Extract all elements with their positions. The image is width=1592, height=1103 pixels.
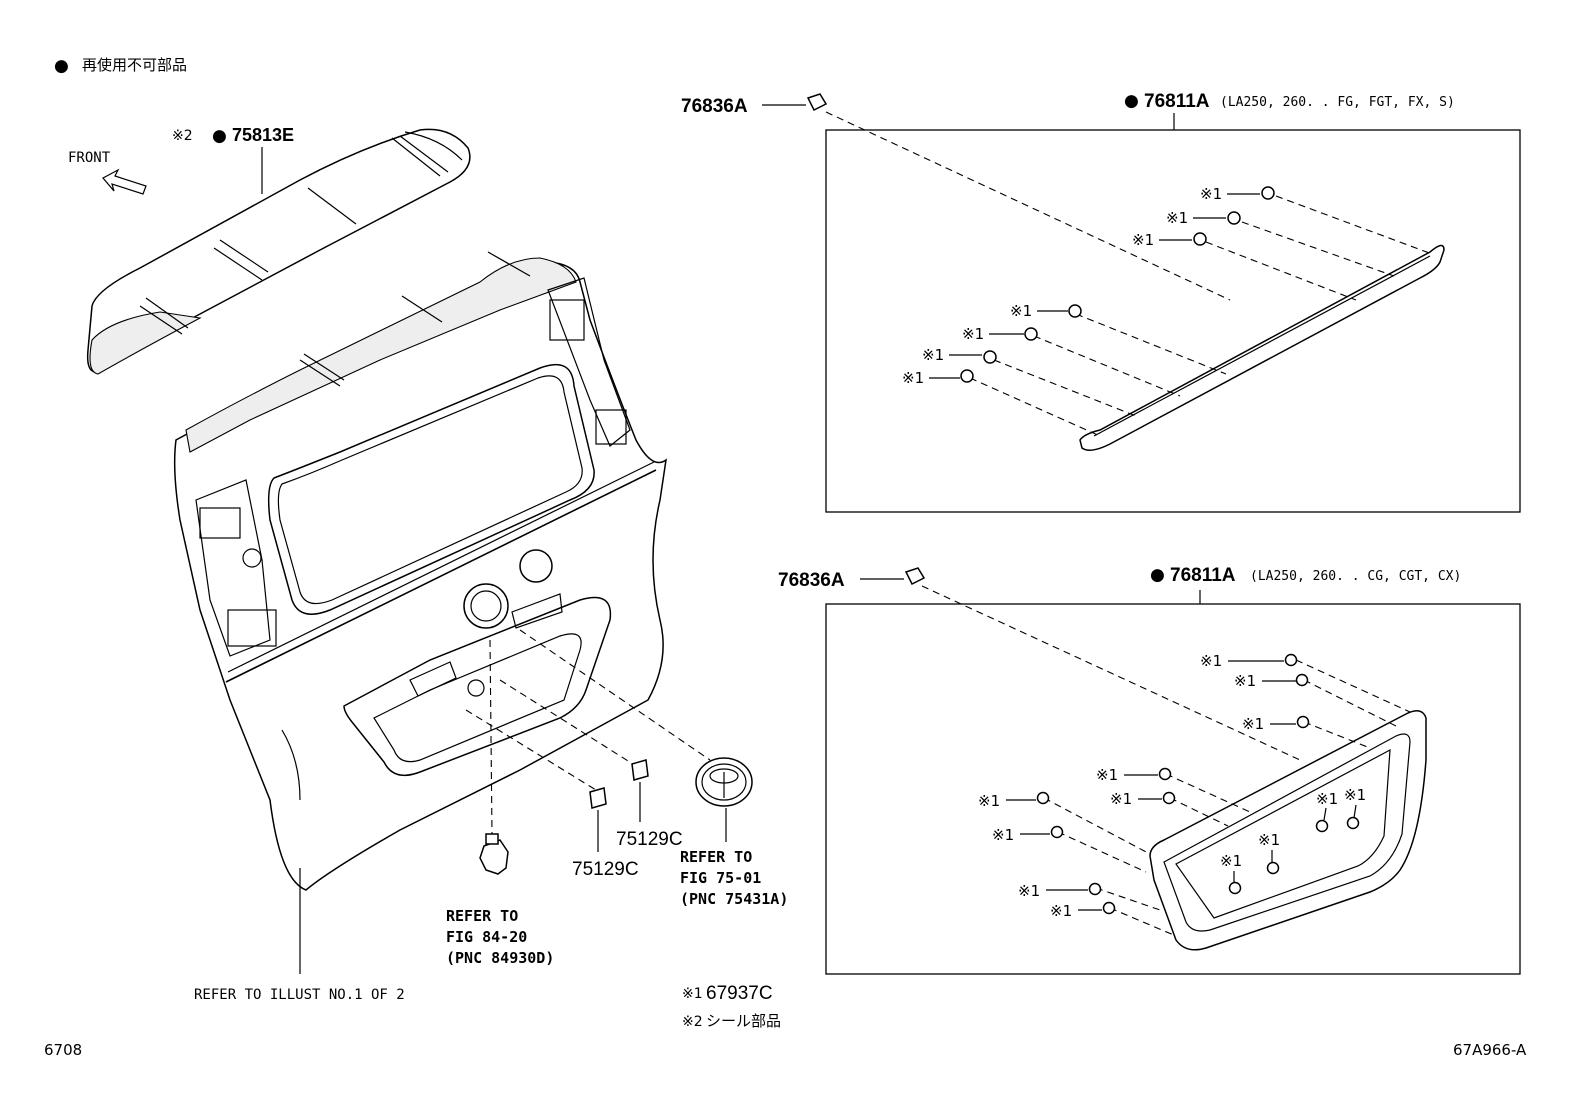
footer-left: 6708 (44, 1041, 82, 1059)
nut-top-2-mark: ※1 (1166, 209, 1188, 227)
nut-bot-13: ※1 (1050, 901, 1116, 920)
nut-bot-9-mark: ※1 (1344, 786, 1366, 804)
callout-garnish-bottom: ● 76811A (LA250, 260. . CG, CGT, CX) (1150, 565, 1461, 604)
nut-top-1-mark: ※1 (1200, 185, 1222, 203)
clip-bottom-number: 76836A (778, 570, 845, 591)
garnish-bottom-frame (825, 603, 1521, 975)
nut-bot-6: ※1 (1110, 790, 1176, 808)
garnish-top-part (1079, 244, 1445, 451)
refer-84-line3: (PNC 84930D) (446, 949, 554, 967)
nut-top-5-mark: ※1 (962, 325, 984, 343)
refer-84-20: REFER TO FIG 84-20 (PNC 84930D) (446, 907, 554, 967)
nut-bot-1: ※1 (1200, 652, 1298, 670)
note2-label: シール部品 (706, 1012, 781, 1030)
callout-clip-bottom: 76836A (778, 567, 926, 591)
plug-84930D (479, 833, 509, 875)
refer-75-line1: REFER TO (680, 848, 752, 866)
nut-bot-5-mark: ※1 (978, 792, 1000, 810)
nut-bot-2-mark: ※1 (1234, 672, 1256, 690)
note2-mark: ※2 (682, 1014, 703, 1030)
spoiler-75813E (86, 128, 471, 375)
nut-bot-7-mark: ※1 (992, 826, 1014, 844)
nut-bot-8-mark: ※1 (1316, 790, 1338, 808)
refer-75-line2: FIG 75-01 (680, 869, 761, 887)
nut-top-7-mark: ※1 (902, 369, 924, 387)
clip-bottom-icon (904, 567, 926, 586)
refer-84-line2: FIG 84-20 (446, 928, 527, 946)
nut-bot-1-mark: ※1 (1200, 652, 1222, 670)
nut-top-2: ※1 (1166, 209, 1241, 227)
emblem-75431A (695, 757, 753, 842)
label-75129C-b: 75129C (616, 829, 683, 850)
callout-garnish-top: ● 76811A (LA250, 260. . FG, FGT, FX, S) (1124, 91, 1455, 130)
front-label: FRONT (68, 150, 111, 166)
nut-top-7: ※1 (902, 369, 974, 387)
nut-top-5: ※1 (962, 325, 1038, 343)
nut-bot-8: ※1 (1315, 790, 1338, 833)
callout-clip-top: 76836A (681, 93, 828, 117)
nut-bot-3-mark: ※1 (1242, 715, 1264, 733)
callout-75813E: ※2 ● 75813E (172, 125, 294, 194)
nut-bot-4: ※1 (1096, 766, 1172, 784)
front-indicator: FRONT (68, 150, 147, 195)
nut-bot-13-mark: ※1 (1050, 902, 1072, 920)
nut-top-1: ※1 (1200, 185, 1275, 203)
nut-top-6-mark: ※1 (922, 346, 944, 364)
nut-bot-5: ※1 (978, 791, 1050, 810)
nut-top-4-mark: ※1 (1010, 302, 1032, 320)
nut-top-3: ※1 (1132, 231, 1207, 249)
callout-75813E-number: 75813E (232, 125, 294, 145)
garnish-top-dot: ● (1124, 91, 1139, 111)
clip-75129C-a: 75129C (572, 787, 639, 880)
callout-75813E-prefix: ※2 (172, 128, 193, 144)
nut-bot-6-mark: ※1 (1110, 790, 1132, 808)
nut-bot-3: ※1 (1242, 715, 1310, 733)
nut-bot-2: ※1 (1234, 672, 1309, 690)
nut-top-4: ※1 (1010, 302, 1082, 320)
nut-bot-9: ※1 (1344, 786, 1366, 830)
nut-top-6: ※1 (922, 346, 997, 364)
nut-bot-12: ※1 (1018, 882, 1102, 900)
note1-mark: ※1 (682, 986, 703, 1002)
legend-nonreusable: ● 再使用不可部品 (54, 56, 187, 76)
garnish-bottom-dot: ● (1150, 565, 1165, 585)
garnish-top-frame (825, 129, 1521, 513)
refer-illust-text: REFER TO ILLUST NO.1 OF 2 (194, 987, 405, 1003)
nonreusable-dot: ● (54, 56, 69, 76)
nut-bot-10: ※1 (1258, 831, 1280, 875)
footer-right: 67A966-A (1453, 1041, 1527, 1059)
notes: ※1 67937C ※2 シール部品 (682, 983, 781, 1030)
note1-part: 67937C (706, 983, 773, 1004)
nut-bot-11: ※1 (1220, 852, 1242, 895)
nonreusable-label: 再使用不可部品 (82, 56, 187, 74)
refer-84-line1: REFER TO (446, 907, 518, 925)
nut-bot-12-mark: ※1 (1018, 882, 1040, 900)
clip-75129C-b: 75129C (616, 759, 683, 850)
nut-bot-11-mark: ※1 (1220, 852, 1242, 870)
garnish-top-spec: (LA250, 260. . FG, FGT, FX, S) (1220, 95, 1455, 110)
garnish-bottom-spec: (LA250, 260. . CG, CGT, CX) (1250, 569, 1461, 584)
nut-bot-10-mark: ※1 (1258, 831, 1280, 849)
garnish-top-number: 76811A (1144, 91, 1210, 112)
garnish-bottom-number: 76811A (1170, 565, 1236, 586)
nut-bot-7: ※1 (992, 825, 1064, 844)
refer-75-01: REFER TO FIG 75-01 (PNC 75431A) (680, 848, 788, 908)
garnish-bottom-part (1149, 710, 1427, 951)
front-arrow-icon (102, 168, 147, 195)
back-door-panel (173, 251, 668, 891)
clip-top-number: 76836A (681, 96, 748, 117)
refer-75-line3: (PNC 75431A) (680, 890, 788, 908)
clip-top-icon (806, 93, 828, 112)
callout-75813E-dot: ● (212, 126, 227, 146)
label-75129C-a: 75129C (572, 859, 639, 880)
nut-top-3-mark: ※1 (1132, 231, 1154, 249)
nut-bot-4-mark: ※1 (1096, 766, 1118, 784)
